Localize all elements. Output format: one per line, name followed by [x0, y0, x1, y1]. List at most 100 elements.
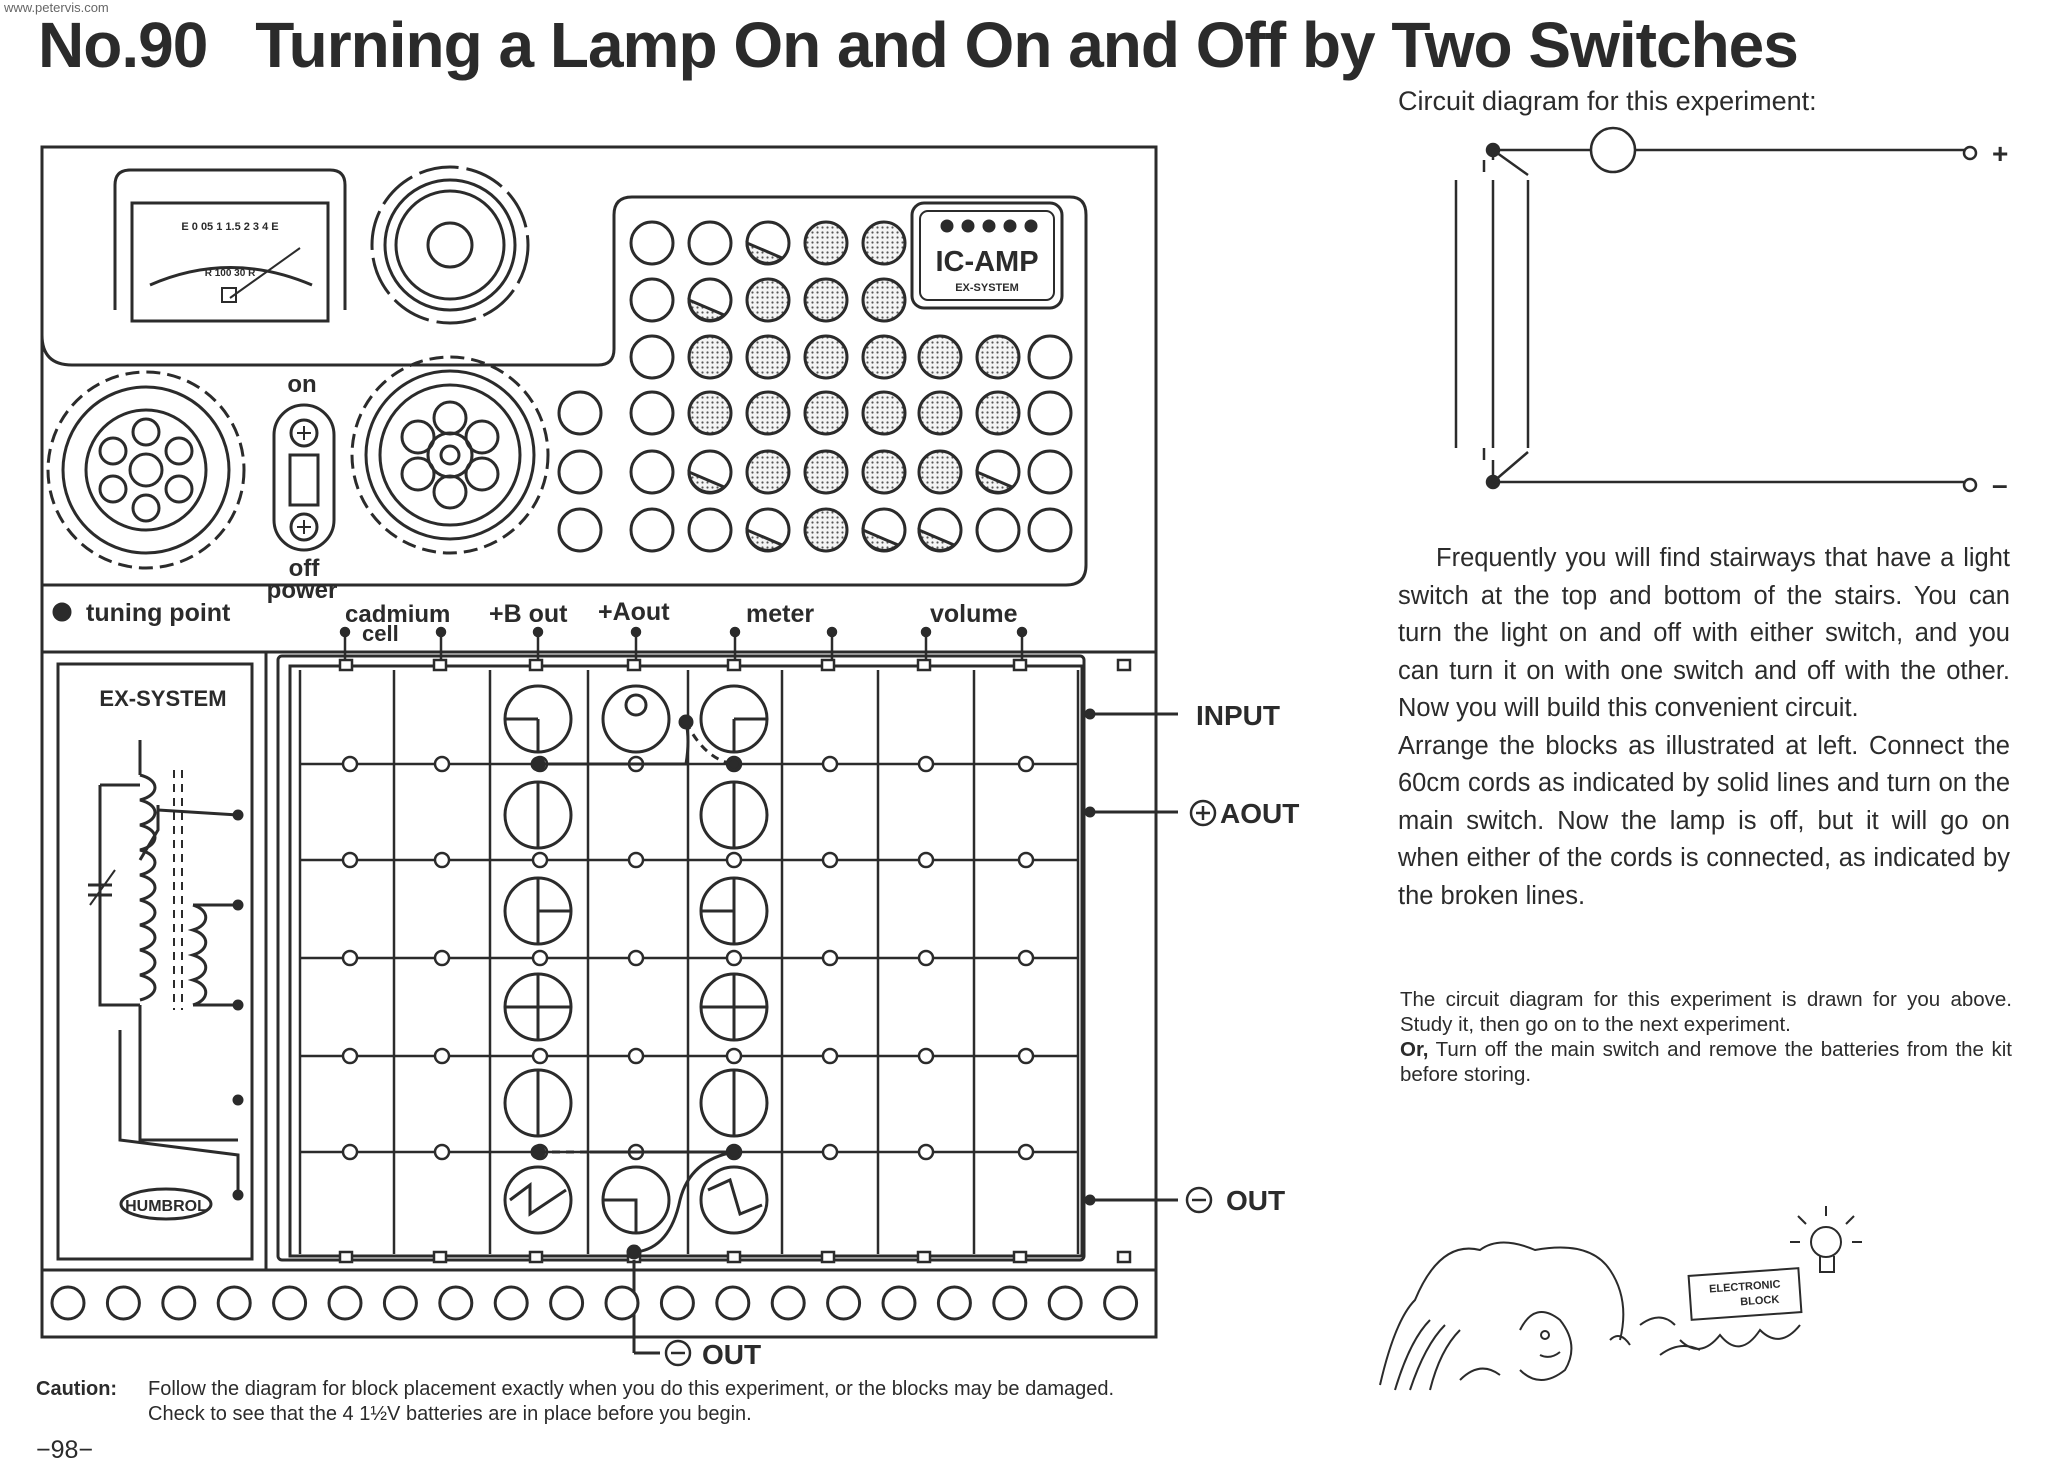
study-note-rest: Turn off the main switch and remove the … — [1400, 1038, 2012, 1086]
cord-solid — [590, 1150, 735, 1254]
instructions: Frequently you will find stairways that … — [1398, 540, 2010, 915]
strip-terminal — [161, 1285, 197, 1321]
strip-terminal — [382, 1285, 418, 1321]
strip-terminal — [936, 1285, 972, 1321]
socket-hole — [803, 390, 849, 436]
power-switch[interactable] — [272, 403, 336, 552]
ex-system-panel — [56, 662, 254, 1261]
ic-amp-block — [910, 201, 1064, 310]
grid-node — [1017, 1143, 1035, 1161]
lamp-symbol — [624, 693, 648, 717]
switch-on-label: on — [287, 371, 316, 398]
experiment-title: Turning a Lamp On and On and Off by Two … — [255, 9, 1799, 81]
socket-hole — [629, 277, 675, 323]
socket-hole — [629, 507, 675, 553]
meter-scale-top: E 0 05 1 1.5 2 3 4 E — [181, 221, 278, 233]
page-title: No.90 Turning a Lamp On and On and Off by… — [38, 8, 1799, 82]
circuit-minus-label: – — [1992, 469, 2008, 500]
grid-node — [821, 949, 839, 967]
study-note-paragraph-1: The circuit diagram for this experiment … — [1400, 988, 2012, 1036]
socket-hole — [687, 334, 733, 380]
battery-terminal-strip — [50, 1285, 1139, 1321]
block-socket — [503, 1165, 573, 1235]
grid-node — [531, 851, 549, 869]
page-number: −98− — [36, 1436, 94, 1464]
strip-terminal — [272, 1285, 308, 1321]
socket-hole — [861, 277, 907, 323]
terminal-cadmium-label: cadmium — [345, 601, 450, 628]
grid-node — [917, 1143, 935, 1161]
edge-clip — [1012, 1250, 1028, 1264]
grid-node — [725, 851, 743, 869]
study-note-paragraph-2: Or, Turn off the main switch and remove … — [1400, 1037, 2012, 1087]
socket-hole-half — [917, 527, 957, 552]
strip-terminal — [826, 1285, 862, 1321]
edge-clip — [916, 1250, 932, 1264]
grid-node — [433, 1143, 451, 1161]
socket-hole — [917, 449, 963, 495]
ex-system-label: EX-SYSTEM — [99, 686, 226, 711]
socket-hole — [629, 220, 675, 266]
terminal-cell-label: cell — [362, 621, 399, 646]
socket-hole — [687, 390, 733, 436]
cord-end — [726, 756, 742, 772]
tuning-point-label: tuning point — [86, 599, 231, 627]
cord-end — [530, 1144, 546, 1160]
grid-node — [1017, 851, 1035, 869]
grid-node — [627, 1047, 645, 1065]
socket-hole — [1027, 390, 1073, 436]
minus-out-label: OUT — [1226, 1185, 1285, 1216]
socket-hole — [1027, 449, 1073, 495]
strip-terminal — [327, 1285, 363, 1321]
grid-node — [821, 755, 839, 773]
study-note-lead: Or, — [1400, 1038, 1429, 1061]
socket-hole — [629, 449, 675, 495]
socket-hole — [629, 390, 675, 436]
socket-hole — [917, 390, 963, 436]
cord-end — [530, 756, 546, 772]
socket-hole — [745, 277, 791, 323]
edge-clip — [1012, 658, 1028, 672]
watermark: www.petervis.com — [4, 0, 109, 15]
socket-hole — [803, 449, 849, 495]
cord-end — [678, 714, 694, 730]
grid-node — [531, 1047, 549, 1065]
strip-terminal — [770, 1285, 806, 1321]
socket-hole — [557, 449, 603, 495]
socket-hole — [557, 390, 603, 436]
instructions-paragraph-2: Arrange the blocks as illustrated at lef… — [1398, 731, 2010, 910]
socket-hole — [803, 334, 849, 380]
terminal-meter-label: meter — [746, 600, 814, 628]
block-socket — [601, 684, 671, 754]
grid-node — [531, 949, 549, 967]
block-wire — [603, 1198, 638, 1233]
edge-clip — [820, 658, 836, 672]
edge-clip — [626, 658, 642, 672]
plus-aout-label: AOUT — [1220, 798, 1299, 829]
ic-amp-sublabel: EX-SYSTEM — [955, 282, 1019, 294]
circuit-caption: Circuit diagram for this experiment: — [1398, 86, 1817, 116]
experiment-number: No.90 — [38, 9, 208, 81]
socket-hole — [803, 277, 849, 323]
strip-terminal — [216, 1285, 252, 1321]
grid-node — [341, 1047, 359, 1065]
strip-terminal — [50, 1285, 86, 1321]
socket-hole-half — [687, 469, 727, 494]
grid-node — [627, 949, 645, 967]
variable-capacitor — [350, 355, 550, 555]
grid-node — [917, 851, 935, 869]
caution-text: Follow the diagram for block placement e… — [148, 1378, 1115, 1425]
grid-node — [341, 949, 359, 967]
spring-terminal-grid — [557, 220, 1073, 553]
socket-hole — [745, 390, 791, 436]
strip-terminal — [549, 1285, 585, 1321]
strip-terminal — [715, 1285, 751, 1321]
power-label: power — [267, 577, 338, 604]
circuit-blocks — [503, 684, 769, 1254]
edge-clip — [528, 1250, 544, 1264]
socket-hole — [803, 220, 849, 266]
socket-hole — [917, 334, 963, 380]
edge-clip — [820, 1250, 836, 1264]
grid-node — [1017, 755, 1035, 773]
